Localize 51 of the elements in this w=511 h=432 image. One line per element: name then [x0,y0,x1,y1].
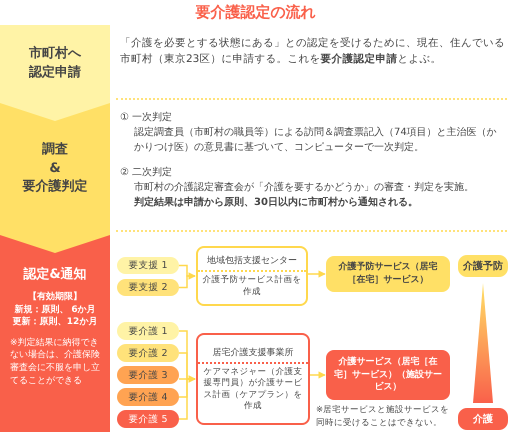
service-text: 介護サービス（居宅［在宅］サービス）（施設サービス） [333,356,443,394]
chevron-arrow [0,235,110,253]
box-body: 介護予防サービス計画を作成 [198,270,306,301]
stage-title: 市町村へ認定申請 [29,45,81,82]
service-box [326,350,450,400]
stage-band [0,235,110,432]
gradient-triangle [473,283,493,403]
box-heading: 地域包括支援センター [206,254,298,268]
description-text: ※居宅サービスと施設サービスを同時に受けることはできない。 [316,404,450,430]
stage-title: 認定&通知 [23,266,87,283]
arrow [179,272,196,288]
stage-title: 調査&要介護判定 [22,140,88,196]
label-text: 要介護 1 [128,324,168,338]
box-body: ケアマネジャー（介護支援専門員）が介護サービス計画（ケアプラン）を作成 [198,362,308,416]
office-box [196,333,310,425]
validity-text: 新規：原則、 6か月 [14,304,96,316]
arrow [179,375,196,420]
chevron-arrow [0,103,110,121]
level-pill [117,410,179,428]
description-text: 判定結果は申請から原則、30日以内に市町村から通知される。 [134,195,419,210]
label-text: 要介護 5 [128,412,168,426]
level-pill [117,322,179,340]
arrow [308,270,326,278]
label-text: 要介護 2 [128,346,168,360]
label-text: 介護予防 [463,260,503,273]
diagram-title: 要介護認定の流れ [196,3,316,21]
service-text: 介護予防サービス（居宅［在宅］サービス） [338,261,438,287]
label-text: 要支援 2 [128,281,168,294]
service-box [326,256,450,292]
level-pill [117,388,179,406]
label-text: 介護 [473,412,493,426]
validity-text: 更新：原則、12か月 [12,316,98,329]
office-box [196,246,308,306]
level-pill [117,279,179,296]
note-text: ※判定結果に納得できない場合は、介護保険審査会に不服を申し立てることができる [9,336,101,388]
label-text: 要支援 1 [128,259,168,272]
step-heading: ① 一次判定 [120,110,174,125]
step-heading: ② 二次判定 [120,166,174,180]
arrow [310,371,326,379]
scale-pill [458,408,508,430]
level-pill [117,257,179,274]
label-text: 要介護 4 [128,390,168,404]
description-text: 市町村の介護認定審査会が「介護を要するかどうか」の審査・判定を実施。 [134,180,475,195]
label-text: 要介護 3 [128,368,168,382]
level-pill [117,344,179,362]
box-heading: 居宅介護支援事業所 [212,346,294,360]
validity-text: 【有効期限】 [28,291,82,304]
description-text: 「介護を必要とする状態にある」との認定を受けるために、現在、住んでいる市町村（東京23区）に申請する。これを要介護認定申請とよぶ。 [120,36,506,67]
scale-pill [458,255,508,277]
description-text: 認定調査員（市町村の職員等）による訪問＆調査票記入（74項目）と主治医（かかりつけ医）の意見書に基づいて、コンピューターで一次判定。 [134,126,498,155]
level-pill [117,366,179,384]
